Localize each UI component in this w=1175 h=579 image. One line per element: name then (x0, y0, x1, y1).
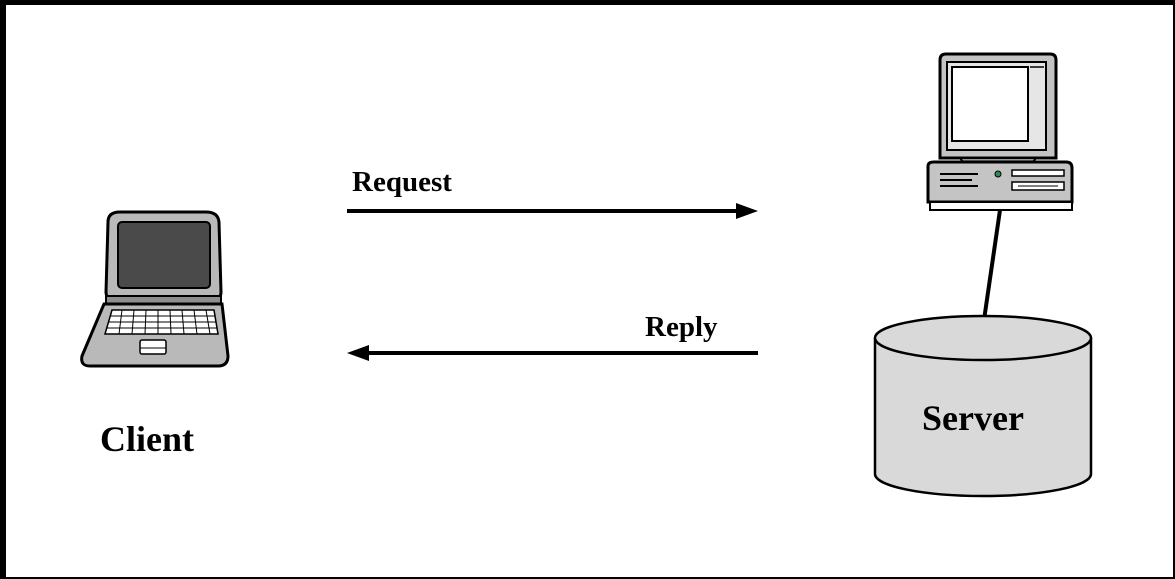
request-arrow (347, 203, 758, 219)
database-cylinder-icon (873, 314, 1093, 498)
request-label: Request (352, 166, 452, 198)
client-label: Client (100, 419, 194, 459)
laptop-icon (80, 210, 230, 368)
desktop-computer-icon (926, 52, 1074, 211)
reply-arrow (347, 345, 758, 361)
server-label: Server (922, 398, 1024, 438)
reply-label: Reply (645, 311, 718, 343)
server-connector-line (982, 209, 1002, 321)
